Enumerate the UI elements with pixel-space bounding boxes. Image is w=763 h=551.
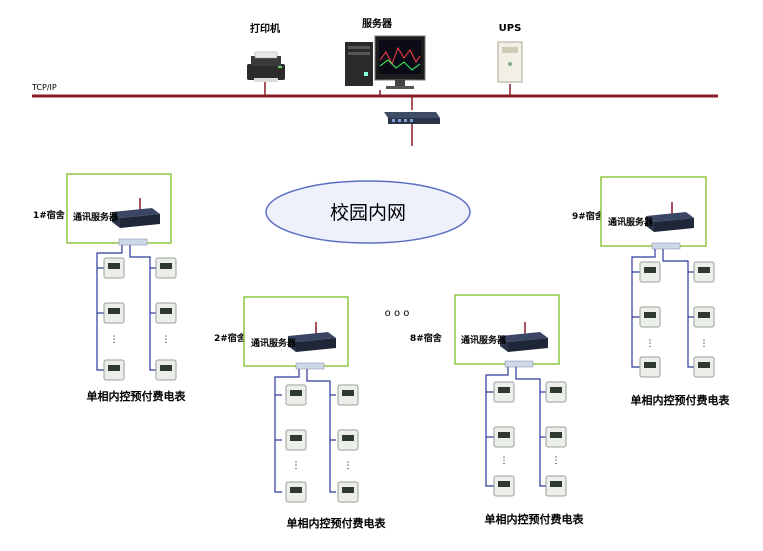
energy-meter-icon — [545, 426, 567, 448]
dorm-1-server-label: 通讯服务器 — [73, 211, 119, 223]
dorm-8-server-label: 通讯服务器 — [461, 334, 507, 346]
energy-meter-icon — [639, 306, 661, 328]
comm-server-icon — [288, 332, 336, 352]
energy-meter-icon — [155, 359, 177, 381]
energy-meter-icon — [545, 381, 567, 403]
dorm-group-9: 9#宿舍 通讯服务器 ⋮ ⋮ 单相内控预付费电表 — [572, 176, 731, 407]
comm-server-icon — [646, 212, 694, 232]
energy-meter-icon — [155, 302, 177, 324]
energy-meter-icon — [337, 429, 359, 451]
dorm-2-label: 2#宿舍 — [214, 332, 247, 344]
energy-meter-icon — [693, 261, 715, 283]
energy-meter-icon — [493, 475, 515, 497]
printer-icon — [247, 51, 285, 82]
dorm-9-server-label: 通讯服务器 — [608, 216, 654, 228]
core-switch-icon — [384, 112, 440, 124]
dorm-2-box — [243, 296, 349, 367]
campus-network-cloud — [265, 180, 471, 244]
energy-meter-icon — [337, 384, 359, 406]
energy-meter-icon — [285, 429, 307, 451]
more-meters-dots: ⋮ — [500, 456, 509, 466]
energy-meter-icon — [545, 475, 567, 497]
dorm-9-meter-label: 单相内控预付费电表 — [631, 393, 731, 407]
energy-meter-icon — [337, 481, 359, 503]
energy-meter-icon — [639, 356, 661, 378]
comm-server-icon — [112, 208, 160, 228]
campus-network-label: 校园内网 — [330, 202, 406, 224]
dorm-1-meter-label: 单相内控预付费电表 — [87, 389, 187, 403]
energy-meter-icon — [285, 481, 307, 503]
more-meters-dots: ⋮ — [162, 335, 171, 345]
dorm-9-label: 9#宿舍 — [572, 210, 605, 222]
dorm-8-meter-label: 单相内控预付费电表 — [485, 512, 585, 526]
more-meters-dots: ⋮ — [700, 339, 709, 349]
energy-meter-icon — [693, 306, 715, 328]
more-meters-dots: ⋮ — [552, 456, 561, 466]
server-icon — [345, 35, 426, 89]
printer-label: 打印机 — [250, 22, 280, 35]
dorm-group-2: 2#宿舍 通讯服务器 ⋮ ⋮ 单相内控预付费电表 — [214, 296, 387, 530]
energy-meter-icon — [693, 356, 715, 378]
ups-icon — [497, 41, 523, 83]
ellipsis: o o o — [385, 308, 410, 319]
energy-meter-icon — [639, 261, 661, 283]
energy-meter-icon — [103, 257, 125, 279]
energy-meter-icon — [103, 359, 125, 381]
dorm-1-label: 1#宿舍 — [33, 209, 66, 221]
comm-server-icon — [500, 332, 548, 352]
tcpip-label: TCP/IP — [31, 83, 57, 92]
dorm-group-1: 1#宿舍 通讯服务器 ⋮ ⋮ 单相内控预付费电表 — [33, 173, 187, 403]
energy-meter-icon — [103, 302, 125, 324]
energy-meter-icon — [493, 381, 515, 403]
dorm-8-label: 8#宿舍 — [410, 332, 443, 344]
energy-meter-icon — [155, 257, 177, 279]
dorm-2-meter-label: 单相内控预付费电表 — [287, 516, 387, 530]
more-meters-dots: ⋮ — [344, 461, 353, 471]
dorm-9-box — [600, 176, 707, 247]
energy-meter-icon — [493, 426, 515, 448]
dorm-8-box — [454, 294, 560, 365]
more-meters-dots: ⋮ — [110, 335, 119, 345]
server-label: 服务器 — [362, 17, 393, 30]
more-meters-dots: ⋮ — [292, 461, 301, 471]
dorm-group-8: 8#宿舍 通讯服务器 ⋮ ⋮ 单相内控预付费电表 — [410, 294, 585, 526]
more-meters-dots: ⋮ — [646, 339, 655, 349]
energy-meter-icon — [285, 384, 307, 406]
ups-label: UPS — [499, 23, 522, 34]
dorm-1-box — [66, 173, 172, 244]
dorm-2-server-label: 通讯服务器 — [251, 337, 297, 349]
